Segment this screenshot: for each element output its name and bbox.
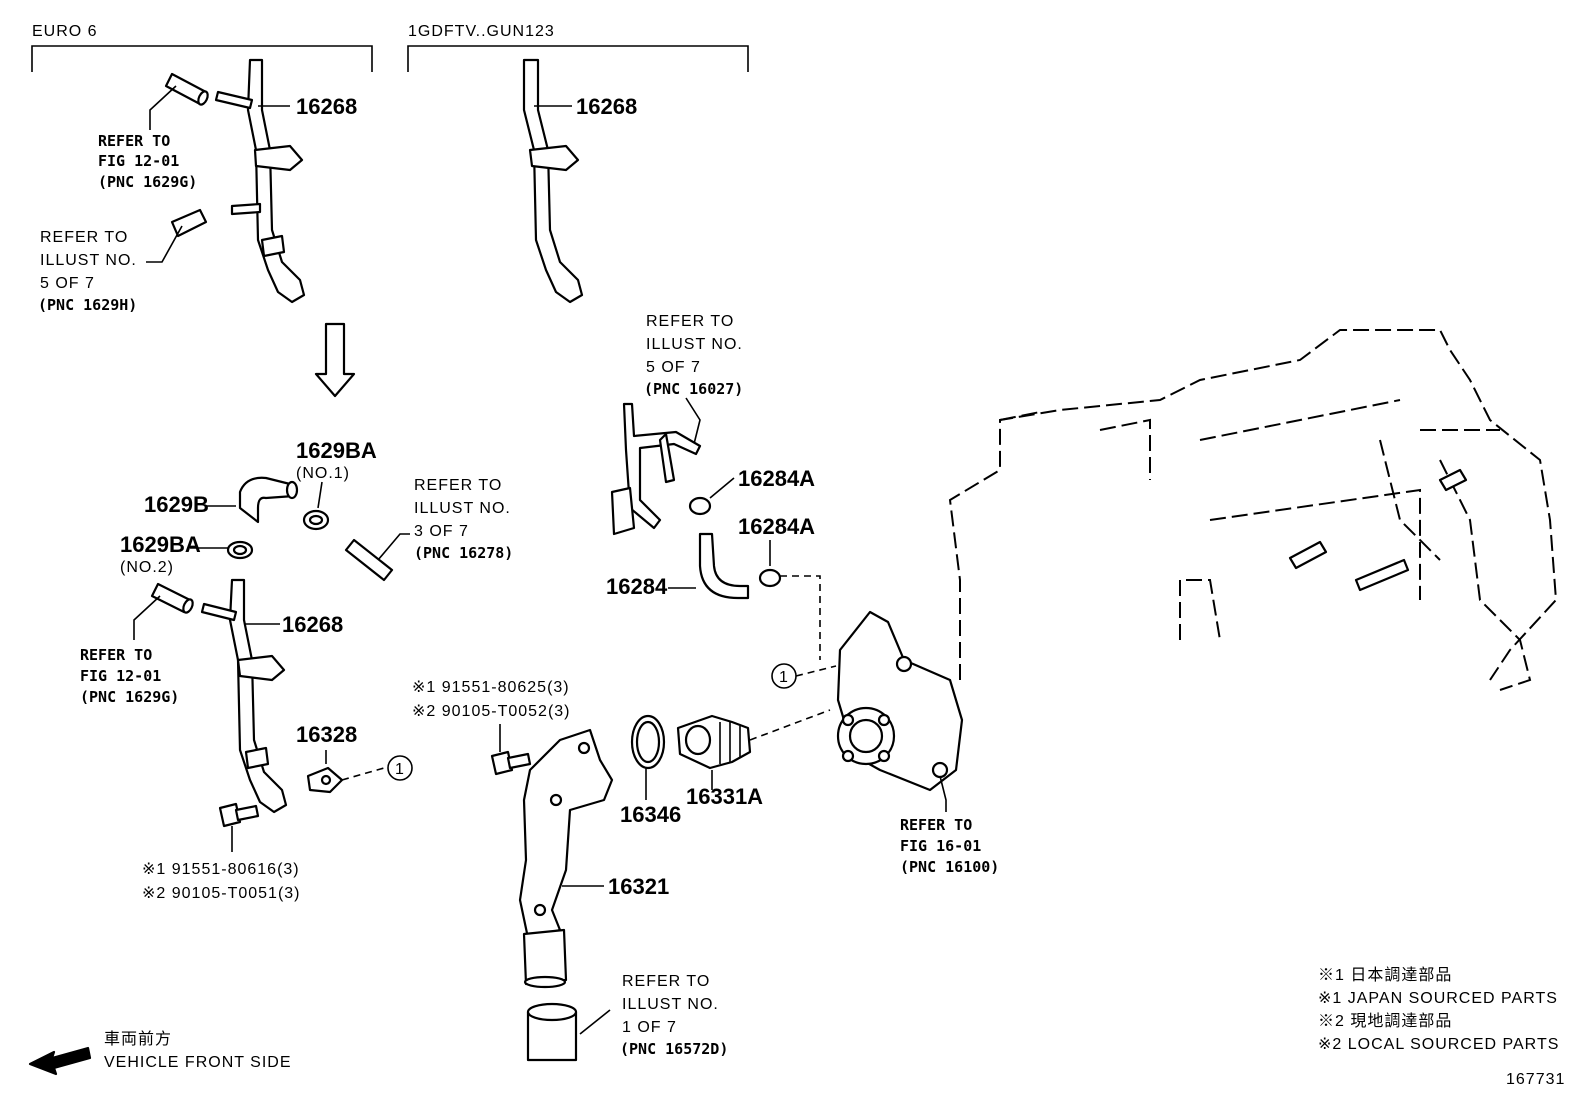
legend-line-3: ※2 現地調達部品 — [1318, 1012, 1452, 1030]
water-bypass-pipe-16027 — [610, 402, 702, 536]
ref-line3: (PNC 16100) — [900, 858, 999, 876]
gasket-16346 — [630, 714, 666, 770]
part-number-16346: 16346 — [620, 802, 681, 827]
direction-label-jp: 車両前方 — [104, 1030, 172, 1048]
hose-clamp-no1 — [302, 509, 330, 531]
ref-line3: 3 OF 7 — [414, 523, 469, 540]
ref-line3: 1 OF 7 — [622, 1019, 677, 1036]
thermostat-16331A — [676, 714, 752, 770]
ref-line1: REFER TO — [98, 132, 170, 150]
legend-line-4: ※2 LOCAL SOURCED PARTS — [1318, 1036, 1559, 1053]
ref-line4: (PNC 16572D) — [620, 1040, 728, 1058]
engine-block-outline — [948, 329, 1558, 691]
water-pump-assembly — [836, 610, 964, 792]
part-number-16268-gun123: 16268 — [576, 94, 637, 119]
bolt-mid — [490, 750, 532, 776]
bolt-left-japan-pn: ※1 91551-80616(3) — [142, 861, 300, 878]
vehicle-front-arrow — [28, 1046, 92, 1076]
variant-label-gun123: 1GDFTV..GUN123 — [408, 23, 555, 40]
callout-number: 1 — [779, 669, 789, 686]
ref-line1: REFER TO — [900, 816, 972, 834]
part-number-16284: 16284 — [606, 574, 668, 599]
variant-label-euro6: EURO 6 — [32, 23, 98, 40]
hose-clamp-16284A-a — [688, 496, 712, 516]
hose-euro6-top — [164, 72, 209, 106]
ref-line4: (PNC 16278) — [414, 544, 513, 562]
ref-line2: ILLUST NO. — [622, 996, 719, 1013]
water-hose-16284 — [698, 532, 750, 600]
replacement-arrow — [314, 322, 356, 398]
ref-line4: (PNC 16027) — [644, 380, 743, 398]
clamp-no1-label: (NO.1) — [296, 465, 350, 482]
part-number-1629B: 1629B — [144, 492, 209, 517]
ref-line2: FIG 12-01 — [80, 667, 161, 685]
ref-line2: FIG 16-01 — [900, 837, 981, 855]
variant-bracket-euro6: EURO 6 — [31, 23, 373, 72]
illustration-number: 167731 — [1506, 1071, 1565, 1088]
water-bypass-pipe-gun123 — [522, 58, 584, 304]
ref-line3: (PNC 1629G) — [98, 173, 197, 191]
ref-line3: 5 OF 7 — [40, 275, 95, 292]
ref-line1: REFER TO — [646, 313, 734, 330]
bolt-left — [218, 802, 260, 828]
part-number-16321: 16321 — [608, 874, 669, 899]
ref-line2: ILLUST NO. — [646, 336, 743, 353]
legend-line-1: ※1 日本調達部品 — [1318, 966, 1452, 984]
hose-clamp-no2 — [226, 540, 254, 560]
part-number-16284A-b: 16284A — [738, 514, 815, 539]
ref-line1: REFER TO — [414, 477, 502, 494]
part-number-16284A-a: 16284A — [738, 466, 815, 491]
ref-line3: (PNC 1629G) — [80, 688, 179, 706]
bolt-mid-japan-pn: ※1 91551-80625(3) — [412, 679, 570, 696]
ref-line2: ILLUST NO. — [40, 252, 137, 269]
water-pipe-stub — [526, 1002, 578, 1062]
water-bypass-pipe-euro6 — [214, 58, 306, 304]
callout-number: 1 — [395, 761, 405, 778]
hose-clamp-16284A-b — [758, 568, 782, 588]
legend-line-2: ※1 JAPAN SOURCED PARTS — [1318, 990, 1558, 1007]
clamp-no2-label: (NO.2) — [120, 559, 174, 576]
ref-line1: REFER TO — [40, 229, 128, 246]
part-number-1629BA-no2: 1629BA — [120, 532, 201, 557]
ref-line4: (PNC 1629H) — [38, 296, 137, 314]
part-number-16331A: 16331A — [686, 784, 763, 809]
hose-ref-3of7 — [344, 538, 394, 582]
engine-hose-detail — [1288, 468, 1468, 592]
water-inlet-16321 — [518, 728, 614, 989]
bolt-left-local-pn: ※2 90105-T0051(3) — [142, 885, 301, 902]
ref-line1: REFER TO — [80, 646, 152, 664]
direction-label-en: VEHICLE FRONT SIDE — [104, 1054, 292, 1071]
ref-line3: 5 OF 7 — [646, 359, 701, 376]
hose-euro6-mid — [170, 208, 208, 238]
ref-line2: ILLUST NO. — [414, 500, 511, 517]
water-bypass-pipe-lower — [200, 578, 288, 814]
hose-lower-left — [150, 582, 194, 614]
part-number-16268-euro6: 16268 — [296, 94, 357, 119]
ref-line1: REFER TO — [622, 973, 710, 990]
part-number-16268-lower: 16268 — [282, 612, 343, 637]
callout-circle-1-right: 1 — [771, 663, 797, 689]
part-number-1629BA-no1: 1629BA — [296, 438, 377, 463]
callout-circle-1-left: 1 — [387, 755, 413, 781]
bolt-mid-local-pn: ※2 90105-T0052(3) — [412, 703, 571, 720]
part-number-16328: 16328 — [296, 722, 357, 747]
water-hose-1629B — [238, 476, 299, 524]
ref-line2: FIG 12-01 — [98, 152, 179, 170]
variant-bracket-gun123: 1GDFTV..GUN123 — [407, 23, 749, 72]
gasket-16328 — [306, 766, 344, 794]
